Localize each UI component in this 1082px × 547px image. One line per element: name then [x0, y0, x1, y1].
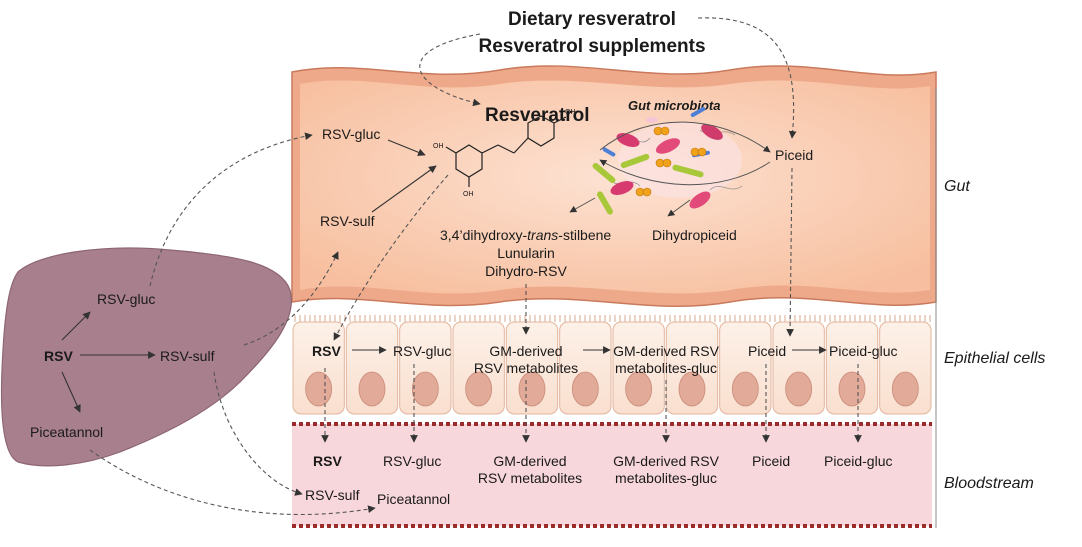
title-line-2: Resveratrol supplements — [478, 36, 705, 57]
region-label-gut: Gut — [944, 178, 970, 195]
arrow-liver-sulf-to-blood — [213, 371, 303, 496]
blood-rsv: RSV — [313, 453, 342, 469]
epi-gm-gluc-2: metabolites-gluc — [615, 360, 717, 376]
epithelial-layer — [292, 315, 932, 415]
arrow-liver-sulf-to-gut — [243, 251, 339, 346]
blood-rsv-gluc: RSV-gluc — [383, 453, 441, 469]
arrow-gut-gluc-to-rsv — [387, 139, 426, 156]
arrow-liver-gluc-to-gut — [149, 132, 313, 287]
cell-nucleus — [838, 371, 866, 407]
gut-microbiota-icon — [592, 107, 743, 215]
epi-piceid: Piceid — [748, 343, 786, 359]
liver-rsv-gluc: RSV-gluc — [97, 291, 155, 307]
gut-piceid: Piceid — [775, 147, 813, 163]
blood-gm-derived-1: GM-derived — [493, 453, 566, 469]
cell-nucleus — [305, 371, 333, 407]
cell-nucleus — [785, 371, 813, 407]
cell-nucleus — [731, 371, 759, 407]
region-label-epithelial: Epithelial cells — [944, 350, 1045, 367]
liver-rsv-sulf: RSV-sulf — [160, 348, 215, 364]
bloodstream-region — [292, 422, 932, 528]
arrow-rsv-to-piceatannol — [61, 371, 81, 413]
cell-nucleus — [518, 371, 546, 407]
bloodstream-fill — [292, 424, 932, 526]
gut-dihydroxy-stilbene: 3,4’dihydroxy-trans-stilbene — [440, 227, 611, 243]
blood-piceatannol: Piceatannol — [377, 491, 450, 507]
oh-label-2: OH — [433, 143, 444, 150]
epi-gm-derived-1: GM-derived — [489, 343, 562, 359]
arrow-to-dihydroxy — [569, 197, 596, 213]
resveratrol-label: Resveratrol — [485, 105, 590, 126]
epi-gm-gluc-1: GM-derived RSV — [613, 343, 719, 359]
blood-piceid: Piceid — [752, 453, 790, 469]
epi-gm-derived-2: RSV metabolites — [474, 360, 578, 376]
epi-rsv: RSV — [312, 343, 341, 359]
resveratrol-molecule — [445, 115, 567, 187]
arrow-microbiota-bottom — [599, 159, 771, 186]
blood-gm-gluc-2: metabolites-gluc — [615, 470, 717, 486]
gut-rsv-gluc: RSV-gluc — [322, 126, 380, 142]
blood-rsv-sulf: RSV-sulf — [305, 487, 360, 503]
gut-dihydro-rsv: Dihydro-RSV — [485, 263, 567, 279]
blood-gm-gluc-1: GM-derived RSV — [613, 453, 719, 469]
title-line-1: Dietary resveratrol — [508, 9, 676, 30]
blood-gm-derived-2: RSV metabolites — [478, 470, 582, 486]
oh-label-3: OH — [463, 191, 474, 198]
arrow-gut-sulf-to-rsv — [371, 165, 437, 213]
region-label-bloodstream: Bloodstream — [944, 475, 1034, 492]
arrow-rsv-to-gluc — [61, 311, 91, 341]
gut-lunularin: Lunularin — [497, 245, 555, 261]
epi-rsv-gluc: RSV-gluc — [393, 343, 451, 359]
arrow-to-dihydropiceid — [667, 199, 691, 217]
arrow-microbiota-top — [599, 121, 771, 153]
gut-microbiota-label: Gut microbiota — [628, 98, 720, 113]
microvilli — [294, 315, 931, 322]
liver-rsv: RSV — [44, 348, 73, 364]
cell-nucleus — [625, 371, 653, 407]
cell-nucleus — [891, 371, 919, 407]
cell-nucleus — [465, 371, 493, 407]
cell-nucleus — [411, 371, 439, 407]
liver-piceatannol: Piceatannol — [30, 424, 103, 440]
arrow-diet-to-resveratrol — [419, 33, 481, 107]
gut-rsv-sulf: RSV-sulf — [320, 213, 375, 229]
arrow-gut-rsv-to-epi — [333, 174, 449, 341]
oh-label-1: OH — [565, 109, 576, 116]
cell-nucleus — [571, 371, 599, 407]
arrow-liver-piceatannol-to-blood — [89, 449, 376, 516]
cell-nucleus — [358, 371, 386, 407]
cell-nucleus — [678, 371, 706, 407]
arrow-gut-piceid-to-epi — [786, 167, 794, 337]
gut-dihydropiceid: Dihydropiceid — [652, 227, 737, 243]
epi-piceid-gluc: Piceid-gluc — [829, 343, 897, 359]
blood-piceid-gluc: Piceid-gluc — [824, 453, 892, 469]
arrow-diet-to-piceid — [697, 17, 797, 139]
